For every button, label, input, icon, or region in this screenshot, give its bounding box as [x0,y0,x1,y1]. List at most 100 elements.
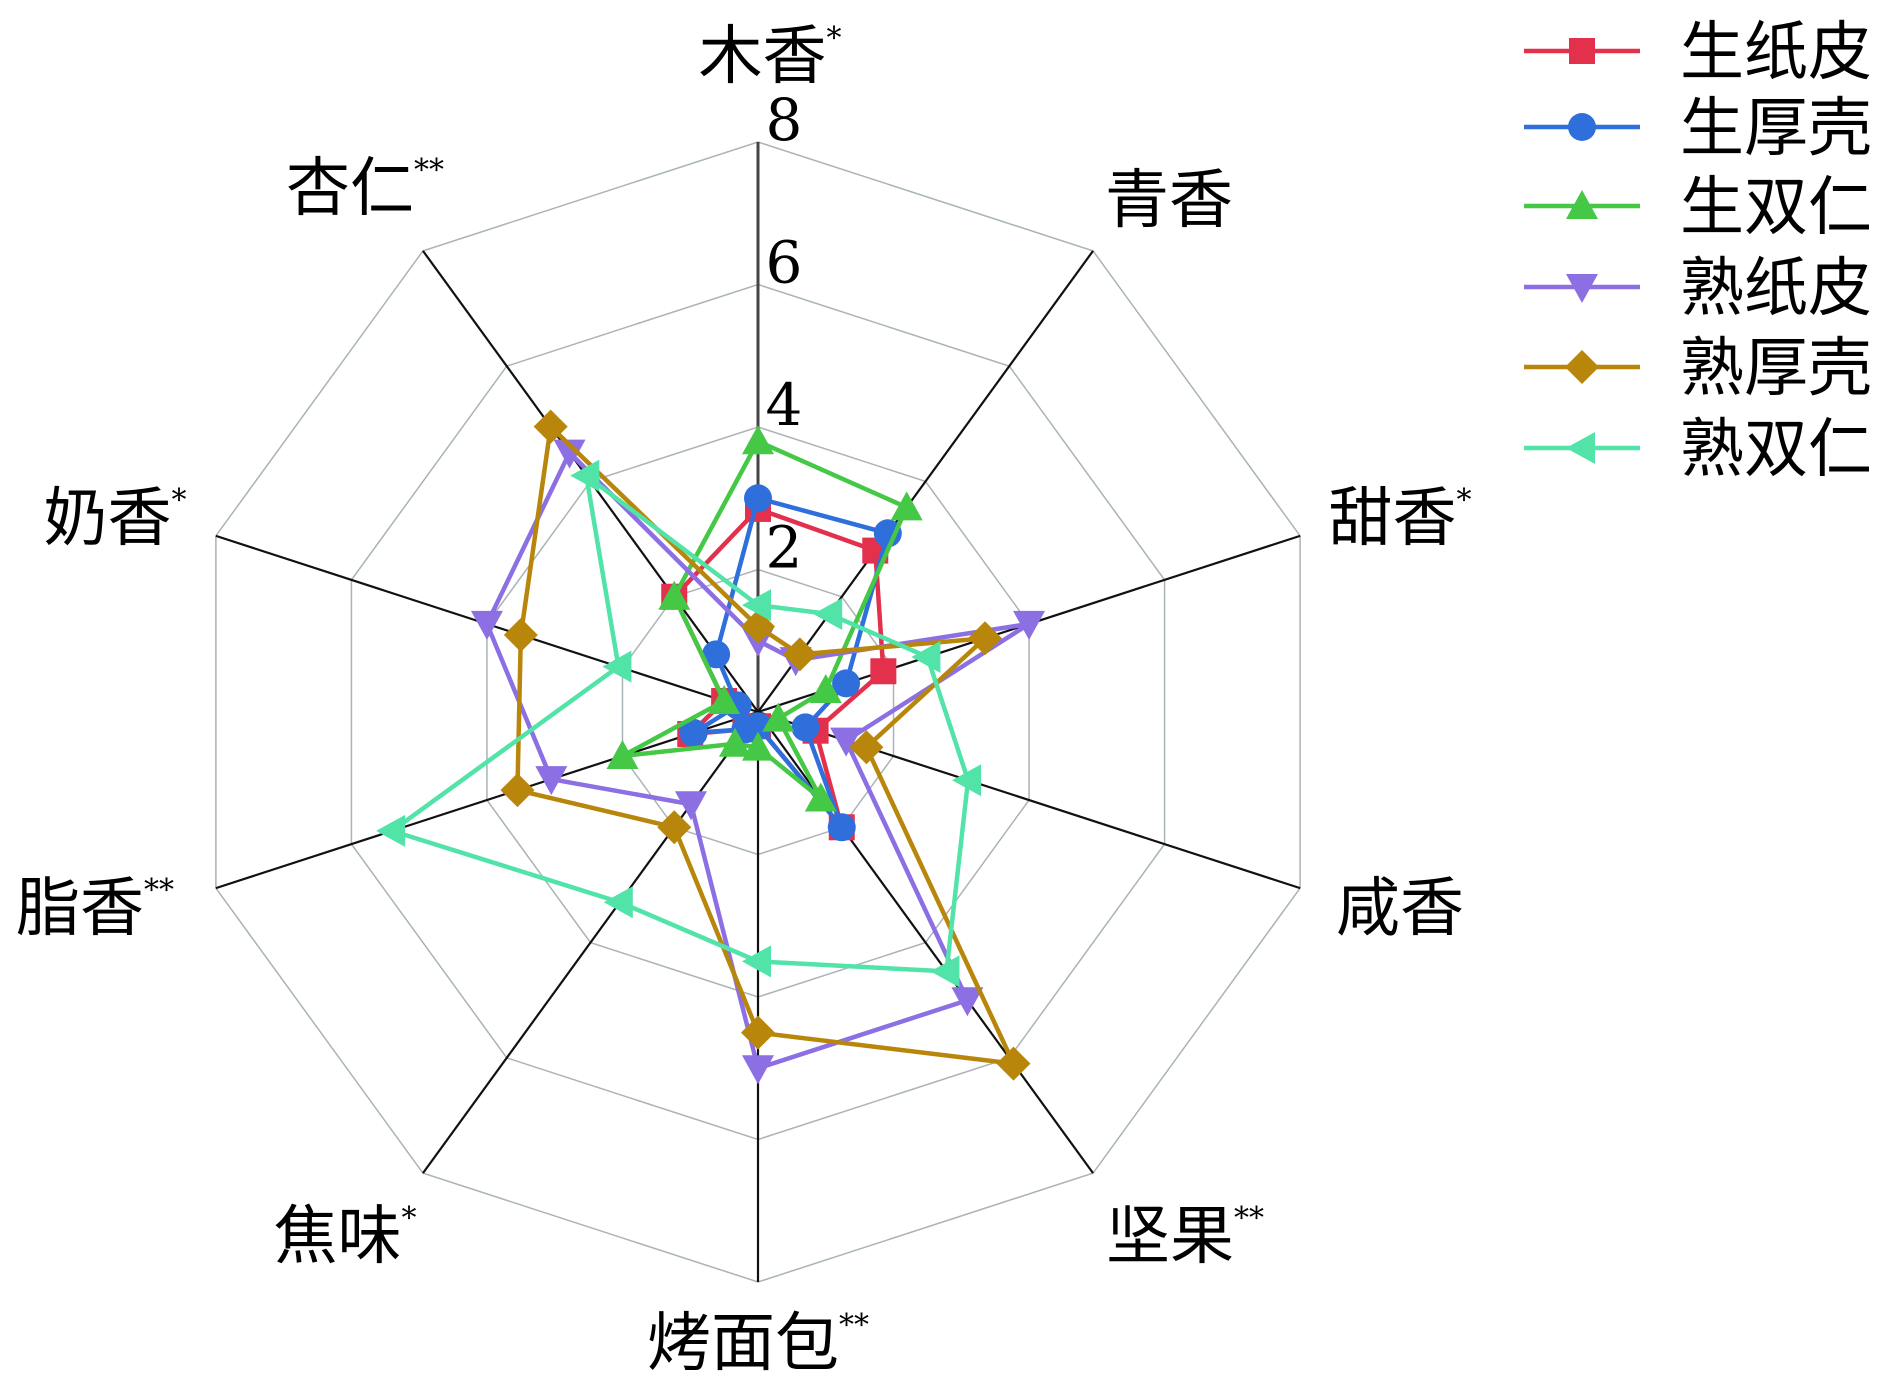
axis-label-text: 青香 [1105,164,1233,238]
data-point [804,782,837,812]
data-point [570,459,600,492]
tick-label: 4 [766,371,803,439]
data-point [744,484,772,513]
axis-label-text: 奶香 [44,482,172,556]
data-point [1568,113,1596,141]
series-2 [679,484,902,842]
data-point [742,731,774,761]
data-point [952,764,982,797]
data-point [470,610,503,640]
axis-label: 木香* [699,20,842,94]
data-point [782,637,817,672]
data-point [930,955,960,988]
data-point [658,580,691,610]
data-point [553,439,586,469]
significance-mark: ** [144,873,174,908]
legend-item: 生纸皮 [1524,16,1872,90]
axis-label-text: 坚果 [1106,1200,1234,1274]
data-point [830,727,863,757]
significance-mark: ** [839,1308,869,1343]
data-point [679,718,708,747]
spoke-1 [757,250,1094,713]
data-point [1565,350,1599,384]
data-point [996,1046,1031,1081]
data-point [503,617,538,652]
data-point [832,669,861,698]
data-point [1566,432,1595,464]
legend-label: 熟厚壳 [1680,332,1872,406]
series-4 [470,439,1046,1085]
data-point [827,813,856,842]
spoke-6 [422,711,759,1174]
data-point [968,621,1003,656]
legend-label: 熟双仁 [1680,413,1872,487]
axis-label-text: 脂香 [16,872,144,946]
data-point [702,640,731,669]
legend-item: 熟双仁 [1524,413,1872,487]
axis-label-text: 焦味 [274,1200,402,1274]
data-point [870,658,897,685]
data-point [742,945,771,978]
legend-label: 生双仁 [1680,171,1872,245]
significance-mark: * [402,1201,417,1236]
data-point [1566,190,1598,219]
significance-mark: * [827,21,842,56]
data-point [718,727,751,757]
data-point [1569,38,1595,64]
data-point [1566,274,1598,303]
axis-label: 脂香** [16,872,174,946]
data-point [849,730,884,765]
tick-label: 6 [766,229,803,297]
data-point [674,791,707,821]
data-point [809,673,842,703]
significance-mark: * [1457,483,1472,518]
axis-label-text: 杏仁 [286,152,414,226]
data-point [535,766,568,796]
data-point [742,589,771,622]
legend-item: 生厚壳 [1524,92,1872,166]
data-point [951,987,984,1017]
legend-item: 生双仁 [1524,171,1872,245]
significance-mark: ** [414,153,444,188]
axis-label: 奶香* [44,482,187,556]
data-point [742,1055,774,1085]
data-point [742,425,774,455]
significance-mark: ** [1234,1201,1264,1236]
data-point [708,684,741,714]
axis-label: 甜香* [1329,482,1472,556]
series-group [376,409,1046,1085]
series-3 [606,425,923,812]
data-point [762,702,795,732]
data-point [603,886,633,919]
legend-item: 熟纸皮 [1524,252,1872,326]
spoke-4 [757,711,1094,1174]
data-point [813,598,843,631]
axis-label: 焦味* [274,1200,417,1274]
data-point [376,814,406,847]
series-6 [376,459,982,988]
data-point [602,650,632,683]
axis-label: 杏仁** [286,152,444,226]
legend-label: 生纸皮 [1680,16,1872,90]
axis-label: 坚果** [1106,1200,1264,1274]
data-point [606,740,639,770]
legend-label: 生厚壳 [1680,92,1872,166]
legend-label: 熟纸皮 [1680,252,1872,326]
data-point [533,409,568,444]
data-point [500,773,535,808]
axis-label-text: 甜香 [1329,482,1457,556]
tick-label: 8 [766,86,803,154]
axis-label-text: 木香 [699,20,827,94]
data-point [890,491,923,521]
data-point [791,713,820,742]
axis-label: 烤面包** [647,1307,869,1380]
data-point [911,640,941,673]
axis-label: 青香 [1105,164,1233,238]
axis-label-text: 咸香 [1336,872,1464,946]
data-point [1013,610,1046,640]
data-point [741,1015,775,1050]
